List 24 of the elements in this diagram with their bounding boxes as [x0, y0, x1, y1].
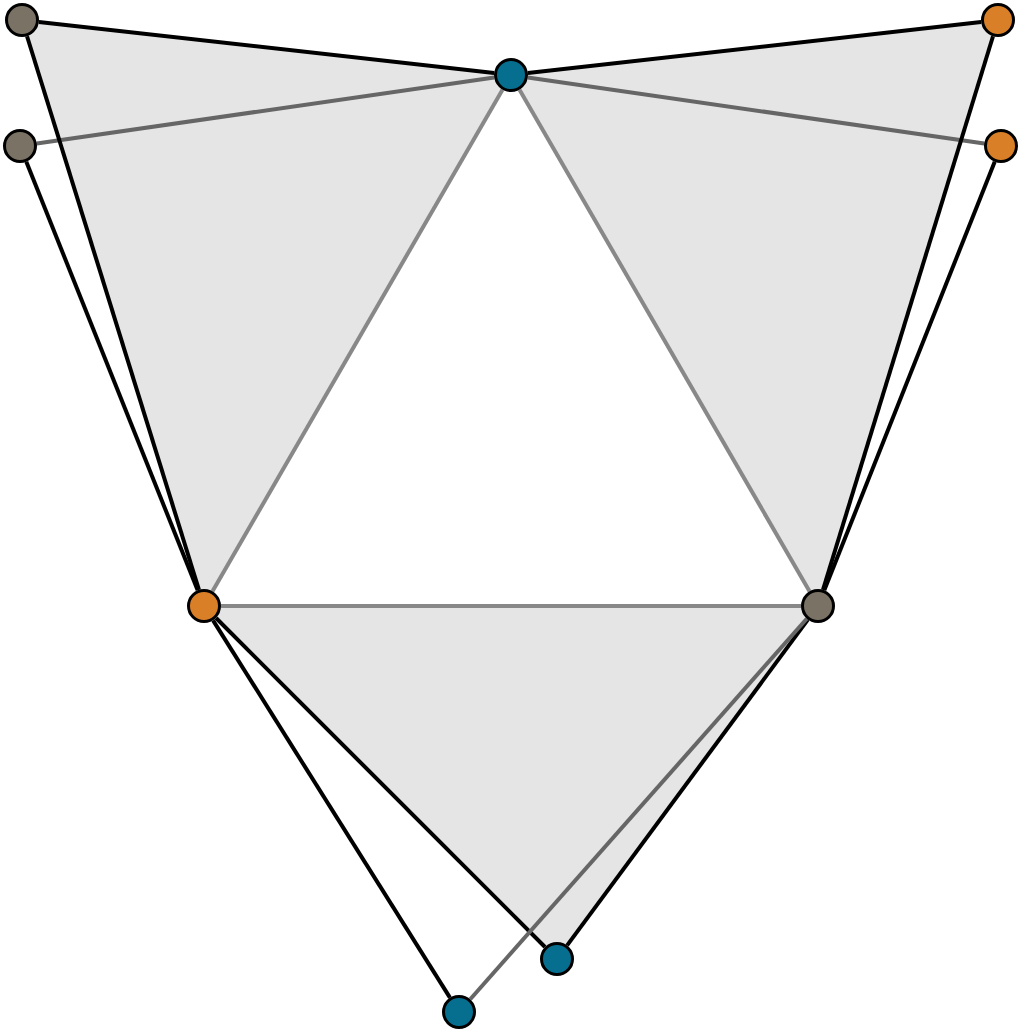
line [36, 75, 495, 146]
node-dot [801, 589, 835, 623]
node-dot [3, 129, 37, 163]
line [221, 604, 801, 608]
line [821, 35, 995, 591]
line [38, 19, 495, 76]
line [24, 161, 200, 591]
line [517, 88, 812, 593]
line [214, 616, 547, 949]
line [210, 88, 505, 593]
node-dot [540, 942, 574, 976]
node-dot [981, 3, 1015, 37]
node-dot [442, 995, 476, 1029]
line [25, 35, 201, 591]
node-dot [187, 589, 221, 623]
line [468, 617, 809, 1001]
node-dot [494, 58, 528, 92]
line [527, 19, 982, 76]
line [527, 75, 985, 146]
node-dot [5, 3, 39, 37]
node-dot [984, 129, 1018, 163]
line [822, 161, 997, 591]
line [211, 619, 452, 999]
line [565, 618, 810, 947]
